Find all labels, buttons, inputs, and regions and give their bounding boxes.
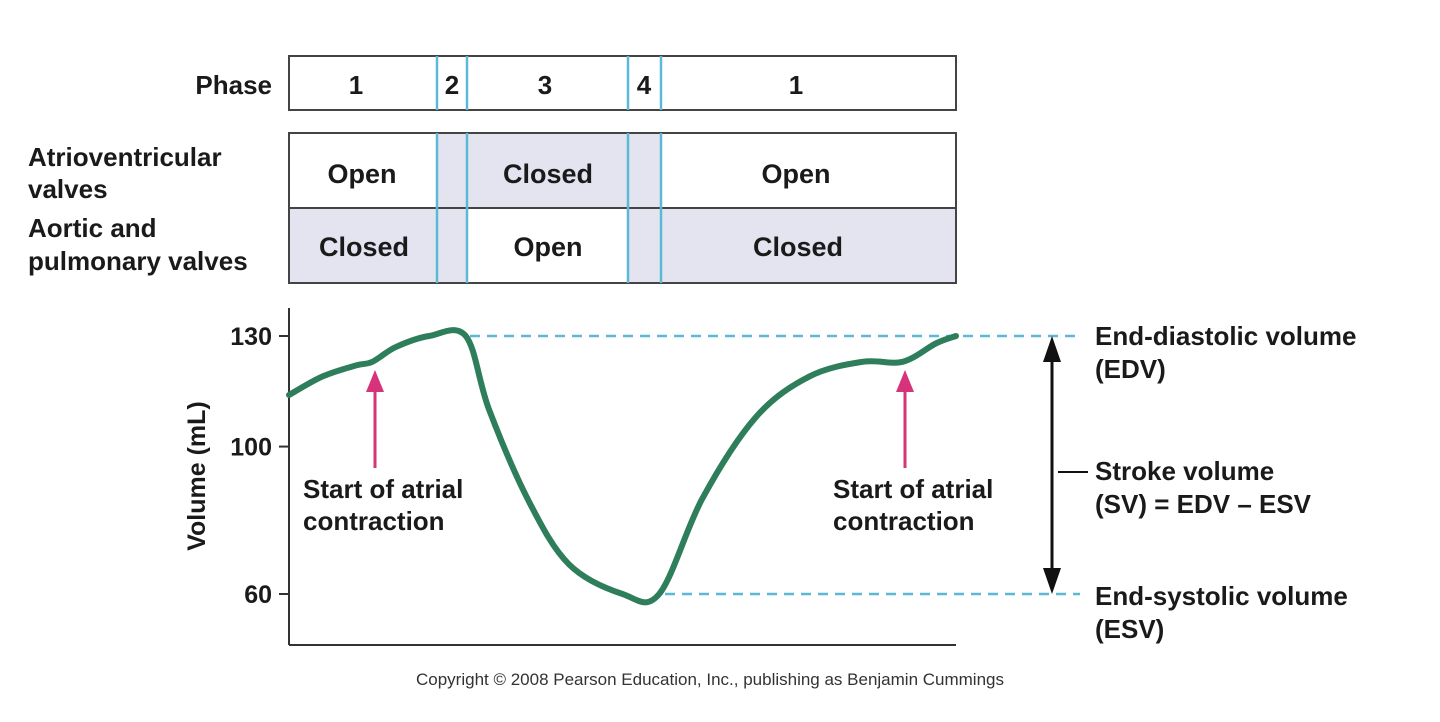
esv-label-line2: (ESV) xyxy=(1095,614,1164,644)
phase-row-label: Phase xyxy=(195,70,272,100)
y-ticks: 130 100 60 xyxy=(230,323,289,609)
valve-table: Open Closed Open Closed Open Closed xyxy=(288,132,957,284)
atrial-contraction-arrow-head xyxy=(896,370,914,392)
y-tick-label: 100 xyxy=(230,434,272,462)
y-axis-label: Volume (mL) xyxy=(183,401,211,551)
semilunar-closed-cell xyxy=(289,208,437,283)
phase-number: 3 xyxy=(538,70,552,100)
semilunar-valves-label-line2: pulmonary valves xyxy=(28,246,248,276)
edv-label-line1: End-diastolic volume xyxy=(1095,321,1357,351)
atrial-contraction-arrow-head xyxy=(366,370,384,392)
av-state: Open xyxy=(327,159,396,189)
copyright-notice: Copyright © 2008 Pearson Education, Inc.… xyxy=(416,670,1004,689)
volume-chart: Volume (mL) 130 100 60 Start of atrial con… xyxy=(183,308,1357,646)
semilunar-state: Open xyxy=(513,232,582,262)
semilunar-closed-cell xyxy=(661,208,956,283)
atrial-contraction-label-line1: Start of atrial xyxy=(303,474,463,504)
esv-label-line1: End-systolic volume xyxy=(1095,581,1348,611)
y-tick-label: 60 xyxy=(244,581,272,609)
ventricular-volume-line xyxy=(286,327,959,606)
av-valves-label-line2: valves xyxy=(28,174,108,204)
atrial-contraction-label-line2: contraction xyxy=(303,506,445,536)
av-state: Closed xyxy=(503,159,593,189)
semilunar-state: Closed xyxy=(319,232,409,262)
phase-row: 1 2 3 4 1 xyxy=(288,55,957,111)
y-tick-label: 130 xyxy=(230,323,272,351)
phase-number: 2 xyxy=(445,70,459,100)
semilunar-valves-label-line1: Aortic and xyxy=(28,213,157,243)
sv-label-line2: (SV) = EDV – ESV xyxy=(1095,489,1312,519)
phase-number: 4 xyxy=(637,70,652,100)
phase-row-box xyxy=(288,55,957,111)
semilunar-state: Closed xyxy=(753,232,843,262)
valve-row-labels: Atrioventricular valves Aortic and pulmo… xyxy=(28,142,248,276)
sv-label-line1: Stroke volume xyxy=(1095,456,1274,486)
av-state: Open xyxy=(761,159,830,189)
phase-number: 1 xyxy=(789,70,803,100)
atrial-contraction-label-line2: contraction xyxy=(833,506,975,536)
stroke-volume-arrow-head-up xyxy=(1043,336,1061,362)
av-valves-label-line1: Atrioventricular xyxy=(28,142,222,172)
phase-number: 1 xyxy=(349,70,363,100)
atrial-contraction-label-line1: Start of atrial xyxy=(833,474,993,504)
stroke-volume-arrow-head-down xyxy=(1043,568,1061,594)
edv-label-line2: (EDV) xyxy=(1095,354,1166,384)
av-closed-cell xyxy=(467,133,628,208)
